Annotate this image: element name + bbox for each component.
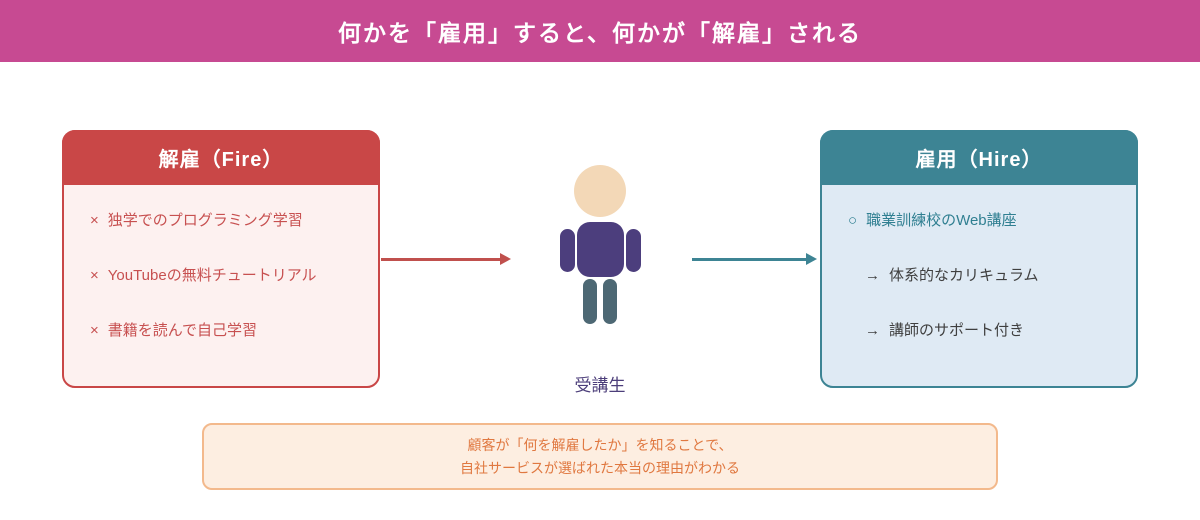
circle-icon: ○ [848,212,858,229]
person-label: 受講生 [574,376,626,395]
hire-card: 雇用（Hire） ○ 職業訓練校のWeb講座 → 体系的なカリキュラム → 講師のサポ… [820,130,1138,388]
person-to-hire-arrow [692,253,817,265]
fire-to-person-arrow [381,253,511,265]
hire-card-title: 雇用（Hire） [915,149,1043,171]
fire-card-title: 解雇（Fire） [158,149,284,171]
hire-list-item: → 体系的なカリキュラム [848,266,1126,286]
person-leg-icon [583,279,597,324]
fire-card-header: 解雇（Fire） [62,130,380,185]
item-label: 職業訓練校のWeb講座 [866,212,1017,229]
person-leg-icon [603,279,617,324]
cross-icon: × [90,267,99,284]
fire-card: 解雇（Fire） × 独学でのプログラミング学習 × YouTubeの無料チュートリ… [62,130,380,388]
item-label: 講師のサポート付き [889,322,1025,339]
insight-note-line1: 顧客が「何を解雇したか」を知ることで、 [467,436,733,453]
person-arm-icon [626,229,641,272]
person-head-icon [574,165,626,217]
item-label: 体系的なカリキュラム [889,267,1039,284]
fire-list-item: × 書籍を読んで自己学習 [90,321,368,341]
hire-card-body: ○ 職業訓練校のWeb講座 → 体系的なカリキュラム → 講師のサポート付き [822,187,1136,386]
fire-list-item: × YouTubeの無料チュートリアル [90,266,368,286]
cross-icon: × [90,212,99,229]
arrow-right-icon: → [865,322,880,339]
hire-list-item: → 講師のサポート付き [848,321,1126,341]
insight-note-line2: 自社サービスが選ばれた本当の理由がわかる [460,459,740,476]
insight-note: 顧客が「何を解雇したか」を知ることで、 自社サービスが選ばれた本当の理由がわかる [202,423,998,490]
item-label: 独学でのプログラミング学習 [107,212,303,229]
hire-list-item: ○ 職業訓練校のWeb講座 [848,211,1126,231]
item-label: 書籍を読んで自己学習 [107,322,258,339]
arrow-right-icon: → [865,267,880,284]
page-title: 何かを「雇用」すると、何かが「解雇」される [337,20,863,46]
person-torso-icon [577,222,624,277]
fire-card-body: × 独学でのプログラミング学習 × YouTubeの無料チュートリアル × 書籍を読ん… [64,187,378,386]
title-banner: 何かを「雇用」すると、何かが「解雇」される [0,0,1200,62]
item-label: YouTubeの無料チュートリアル [107,267,317,284]
hire-card-header: 雇用（Hire） [820,130,1138,185]
fire-list-item: × 独学でのプログラミング学習 [90,211,368,231]
cross-icon: × [90,322,99,339]
person-arm-icon [560,229,575,272]
